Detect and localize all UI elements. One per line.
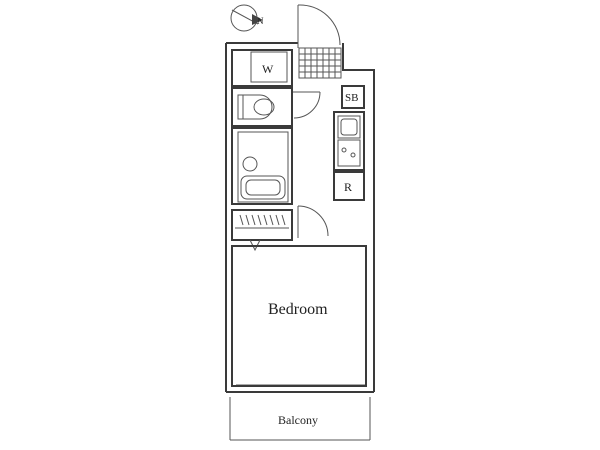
bedroom-label: Bedroom	[268, 301, 328, 318]
exterior-walls	[225, 42, 375, 393]
hall-door	[293, 91, 321, 119]
toilet-room	[231, 87, 293, 127]
washer-label: W	[262, 62, 274, 76]
bathtub-icon	[240, 175, 286, 200]
toilet-icon	[253, 98, 275, 116]
compass-north-label: N	[257, 16, 264, 26]
sink-icon	[242, 156, 258, 172]
kitchen-sink-icon	[340, 118, 358, 136]
kitchen-counter	[333, 111, 365, 171]
closet	[231, 209, 293, 252]
shoe-box: SB	[341, 85, 365, 109]
entrance-floor-tiles	[298, 47, 342, 79]
shoe-box-label: SB	[345, 92, 358, 104]
stove-icon	[341, 147, 356, 158]
bedroom: Bedroom	[231, 245, 367, 387]
refrigerator-label: R	[344, 180, 352, 194]
bedroom-door	[297, 205, 329, 238]
balcony: Balcony	[229, 397, 371, 441]
compass-icon: N	[230, 4, 264, 32]
balcony-label: Balcony	[278, 413, 318, 427]
washer-space: W	[231, 49, 293, 87]
refrigerator: R	[333, 171, 365, 201]
bathroom	[231, 127, 293, 205]
entrance-door	[297, 4, 341, 48]
